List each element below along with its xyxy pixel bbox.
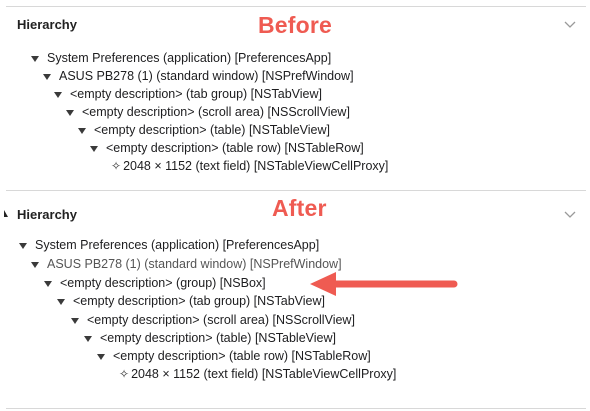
before-stamp: Before: [258, 12, 333, 38]
tree-node-text-field[interactable]: ✧ 2048 × 1152 (text field) [NSTableViewC…: [119, 366, 396, 382]
tree-node-text-field[interactable]: ✧ 2048 × 1152 (text field) [NSTableViewC…: [111, 158, 388, 174]
tree-node-window[interactable]: ASUS PB278 (1) (standard window) [NSPref…: [31, 256, 342, 272]
node-label: System Preferences (application) [Prefer…: [35, 238, 320, 252]
chevron-down-icon[interactable]: [564, 21, 576, 29]
disclosure-triangle-icon[interactable]: [66, 109, 74, 116]
disclosure-triangle-icon[interactable]: [90, 145, 98, 152]
node-label: <empty description> (tab group) [NSTabVi…: [73, 294, 325, 308]
caret-left-icon: [4, 210, 8, 217]
tree-node-scroll-area[interactable]: <empty description> (scroll area) [NSScr…: [66, 104, 350, 120]
disclosure-triangle-icon[interactable]: [31, 261, 39, 268]
top-divider: [6, 6, 586, 7]
node-label: System Preferences (application) [Prefer…: [47, 51, 332, 65]
node-label: 2048 × 1152 (text field) [NSTableViewCel…: [123, 159, 389, 173]
tree-node-scroll-area[interactable]: <empty description> (scroll area) [NSScr…: [71, 312, 355, 328]
disclosure-triangle-icon[interactable]: [71, 317, 79, 324]
tree-node-table[interactable]: <empty description> (table) [NSTableView…: [84, 330, 336, 346]
node-label: <empty description> (group) [NSBox]: [60, 276, 266, 290]
tree-node-group[interactable]: <empty description> (group) [NSBox]: [44, 275, 266, 291]
section-divider: [6, 190, 586, 191]
tree-node-tab-group[interactable]: <empty description> (tab group) [NSTabVi…: [54, 86, 322, 102]
tree-node-system-preferences[interactable]: System Preferences (application) [Prefer…: [31, 50, 331, 66]
node-label: <empty description> (table row) [NSTable…: [106, 141, 364, 155]
node-label: <empty description> (tab group) [NSTabVi…: [70, 87, 322, 101]
node-label: <empty description> (scroll area) [NSScr…: [82, 105, 350, 119]
node-label: ASUS PB278 (1) (standard window) [NSPref…: [47, 257, 342, 271]
tree-node-system-preferences[interactable]: System Preferences (application) [Prefer…: [19, 237, 319, 253]
tree-node-table-row[interactable]: <empty description> (table row) [NSTable…: [97, 348, 371, 364]
tree-node-table-row[interactable]: <empty description> (table row) [NSTable…: [90, 140, 364, 156]
tree-node-table[interactable]: <empty description> (table) [NSTableView…: [78, 122, 330, 138]
disclosure-triangle-icon[interactable]: [78, 127, 86, 134]
bottom-divider: [6, 408, 586, 409]
node-label: <empty description> (table) [NSTableView…: [94, 123, 330, 137]
arrow-left-icon: [310, 272, 458, 296]
node-label: ASUS PB278 (1) (standard window) [NSPref…: [59, 69, 354, 83]
tree-node-window[interactable]: ASUS PB278 (1) (standard window) [NSPref…: [43, 68, 354, 84]
disclosure-triangle-icon[interactable]: [54, 91, 62, 98]
node-label: 2048 × 1152 (text field) [NSTableViewCel…: [131, 367, 397, 381]
node-label: <empty description> (table) [NSTableView…: [100, 331, 336, 345]
disclosure-triangle-icon[interactable]: [44, 280, 52, 287]
disclosure-triangle-icon[interactable]: [31, 55, 39, 62]
after-stamp: After: [272, 195, 327, 221]
disclosure-triangle-icon[interactable]: [84, 335, 92, 342]
leaf-node-icon: ✧: [119, 367, 130, 381]
chevron-down-icon[interactable]: [564, 211, 576, 219]
disclosure-triangle-icon[interactable]: [57, 298, 65, 305]
disclosure-triangle-icon[interactable]: [43, 73, 51, 80]
node-label: <empty description> (table row) [NSTable…: [113, 349, 371, 363]
disclosure-triangle-icon[interactable]: [97, 353, 105, 360]
disclosure-triangle-icon[interactable]: [19, 242, 27, 249]
node-label: <empty description> (scroll area) [NSScr…: [87, 313, 355, 327]
hierarchy-title-after: Hierarchy: [17, 207, 77, 222]
leaf-node-icon: ✧: [111, 159, 122, 173]
hierarchy-title-before: Hierarchy: [17, 17, 77, 32]
tree-node-tab-group[interactable]: <empty description> (tab group) [NSTabVi…: [57, 293, 325, 309]
